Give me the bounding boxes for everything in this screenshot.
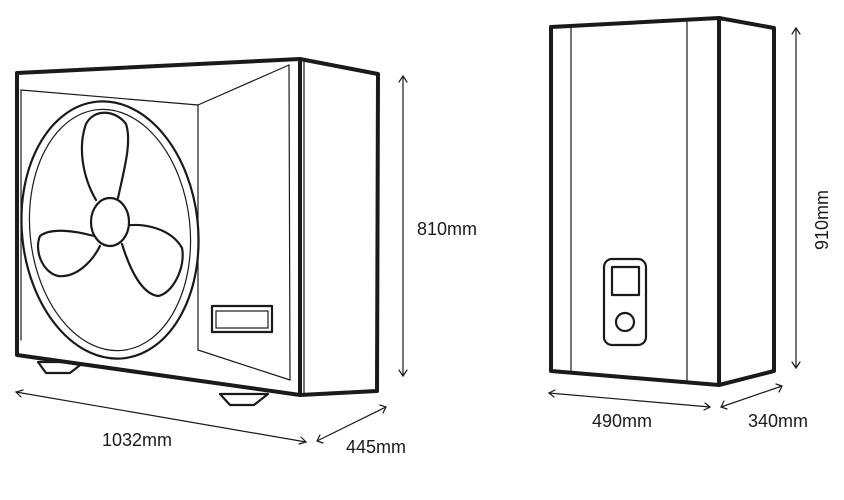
display-screen-icon <box>610 265 641 297</box>
outdoor-width-dimension <box>14 389 308 445</box>
indoor-height-label: 910mm <box>812 190 832 250</box>
outdoor-height-dimension <box>398 74 408 378</box>
indoor-unit-side-panel <box>717 16 776 387</box>
indoor-unit <box>549 16 776 387</box>
outdoor-unit <box>15 57 380 407</box>
indoor-depth-dimension <box>720 383 783 410</box>
indoor-width-dimension <box>547 389 712 411</box>
indoor-depth-label: 340mm <box>748 411 808 431</box>
control-knob-icon <box>614 311 636 333</box>
fan-icon <box>20 100 200 360</box>
indoor-control-module <box>602 257 648 347</box>
indoor-unit-front-panel <box>549 16 721 387</box>
indoor-width-label: 490mm <box>592 411 652 431</box>
indoor-height-dimension <box>791 26 801 370</box>
outdoor-height-label: 810mm <box>417 219 477 239</box>
outdoor-depth-label: 445mm <box>346 437 406 457</box>
outdoor-unit-foot-right <box>218 392 270 407</box>
outdoor-depth-dimension <box>316 404 387 444</box>
outdoor-unit-front-panel <box>15 57 302 397</box>
control-panel-icon <box>210 304 274 334</box>
outdoor-width-label: 1032mm <box>102 430 172 450</box>
outdoor-unit-side-panel <box>298 57 380 397</box>
